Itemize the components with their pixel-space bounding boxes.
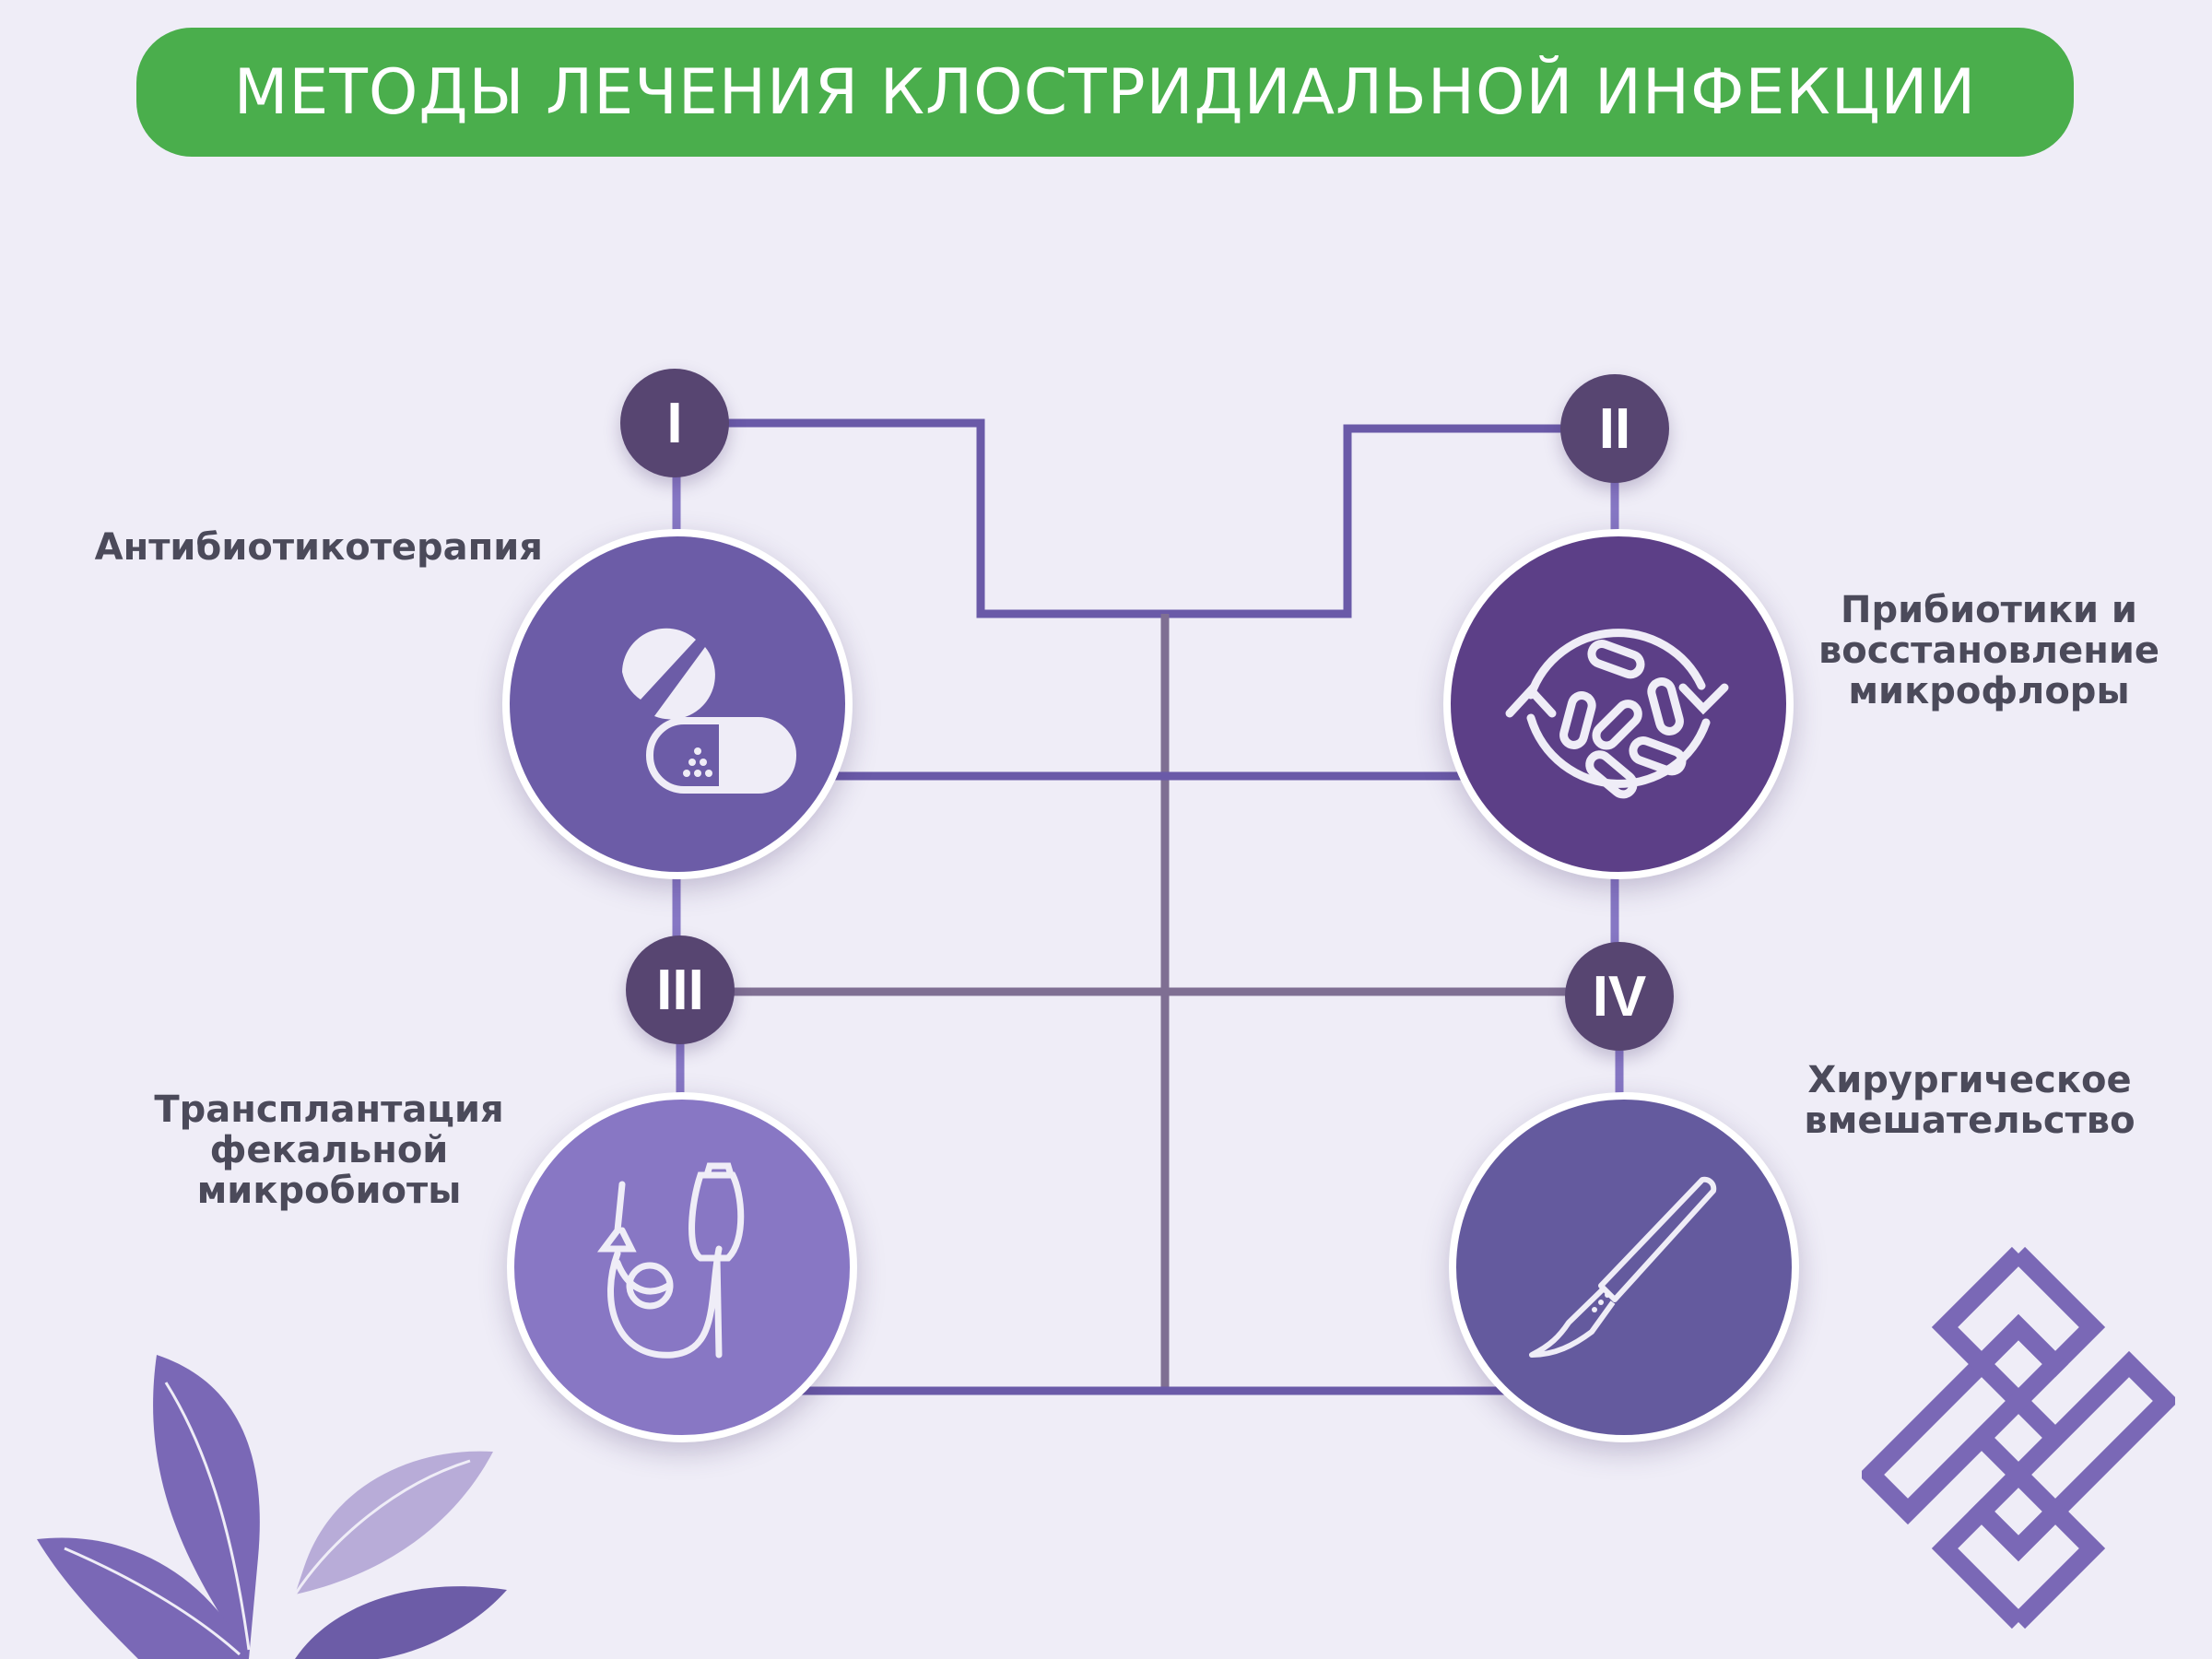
- badge-iii: III: [626, 935, 735, 1044]
- label-line: Трансплантация: [154, 1088, 504, 1131]
- enema-tube-icon: [597, 1162, 745, 1359]
- label-line: фекальной: [209, 1129, 449, 1171]
- label-line: Прибиотики и: [1841, 589, 2137, 631]
- method-circle-probiotics: [1443, 529, 1794, 879]
- label-antibiotics: Антибиотикотерапия: [94, 526, 543, 569]
- label-surgery: Хирургическое вмешательство: [1785, 1060, 2154, 1141]
- leaves-decoration-icon: [37, 1355, 507, 1659]
- title-banner: МЕТОДЫ ЛЕЧЕНИЯ КЛОСТРИДИАЛЬНОЙ ИНФЕКЦИИ: [136, 28, 2074, 157]
- endless-knot-icon: [1862, 1246, 2175, 1630]
- connector-i-to-center: [728, 418, 1567, 618]
- badge-i: I: [620, 369, 729, 477]
- label-line: микробиоты: [196, 1170, 462, 1212]
- label-line: восстановление: [1818, 629, 2160, 672]
- method-circle-surgery: [1449, 1092, 1799, 1442]
- badge-ii: II: [1560, 374, 1669, 483]
- badge-iv: IV: [1565, 942, 1674, 1051]
- label-line: Хирургическое: [1807, 1059, 2132, 1101]
- pills-icon: [622, 628, 796, 794]
- method-circle-fmt: [507, 1092, 857, 1442]
- method-circle-antibiotics: [502, 529, 853, 879]
- label-line: вмешательство: [1804, 1100, 2136, 1142]
- label-probiotics: Прибиотики и восстановление микрофлоры: [1805, 590, 2173, 712]
- label-line: микрофлоры: [1848, 670, 2130, 712]
- bacteria-cycle-icon: [1505, 629, 1729, 799]
- scalpel-icon: [1529, 1176, 1717, 1358]
- page-title: МЕТОДЫ ЛЕЧЕНИЯ КЛОСТРИДИАЛЬНОЙ ИНФЕКЦИИ: [233, 55, 1977, 129]
- label-fmt: Трансплантация фекальной микробиоты: [145, 1089, 513, 1211]
